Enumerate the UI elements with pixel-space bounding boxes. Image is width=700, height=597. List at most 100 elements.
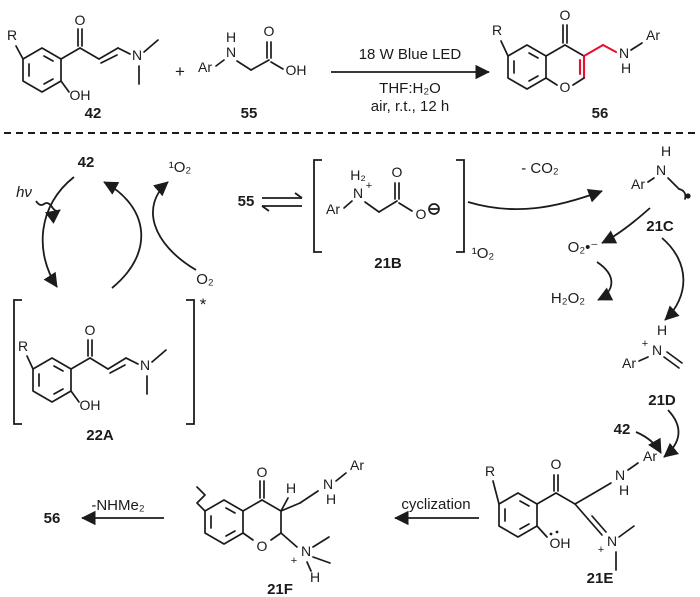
cyclization-label: cyclization	[401, 496, 470, 513]
co2-loss-label: - CO₂	[521, 160, 559, 177]
c56-number: 56	[592, 105, 609, 122]
plus-sign: +	[175, 62, 185, 81]
c55-h-label: H	[226, 29, 236, 45]
compound-22a: * R O N OH 22A	[13, 295, 207, 444]
c21d-h-label: H	[657, 322, 667, 338]
c21f-o-ring-label: O	[257, 538, 268, 554]
c55-number: 55	[241, 105, 258, 122]
c22a-r-label: R	[18, 338, 28, 354]
c21e-plus-charge: +	[598, 544, 604, 556]
c21e-oh-label: OH	[550, 535, 571, 551]
oxidation-arrow	[661, 237, 685, 321]
reaction-arrow: 18 W Blue LED THF:H₂O air, r.t., 12 h	[331, 46, 490, 115]
path-55-label: 55	[238, 193, 255, 210]
conditions-line2: THF:H₂O	[379, 80, 441, 97]
c21e-number: 21E	[587, 570, 614, 587]
photocycle: 42 hν ¹O₂ O₂	[16, 154, 214, 289]
c56-o-ketone-label: O	[560, 7, 571, 23]
c21e-r-label: R	[485, 463, 495, 479]
c42-oh-label: OH	[70, 87, 91, 103]
c21c-number: 21C	[646, 218, 674, 235]
c55-ar-label: Ar	[198, 59, 212, 75]
oxygen-label: O₂	[196, 271, 214, 288]
equilibrium-arrows	[261, 192, 303, 212]
c42-o-label: O	[75, 12, 86, 28]
wavy-r-bond	[196, 486, 206, 512]
c21f-h-label: H	[286, 480, 296, 496]
conditions-line3: air, r.t., 12 h	[371, 98, 449, 115]
c42-number: 42	[85, 105, 102, 122]
c21b-ar-label: Ar	[326, 201, 340, 217]
minus-charge-icon	[428, 203, 440, 215]
c56-o-ring-label: O	[560, 79, 571, 95]
compound-55: Ar H N O OH 55	[198, 23, 307, 122]
c21b-o-top-label: O	[392, 164, 403, 180]
to-21e-arrow	[663, 409, 680, 458]
c21e-ar-label: Ar	[643, 448, 657, 464]
cycle-42-label: 42	[78, 154, 95, 171]
h2o2-label: H₂O₂	[551, 290, 585, 307]
c21f-n-label: N	[323, 476, 333, 492]
path-42-label: 42	[614, 421, 631, 438]
excited-state-star: *	[200, 295, 207, 314]
c22a-number: 22A	[86, 427, 114, 444]
c21e-h-label: H	[619, 482, 629, 498]
c21c-h-label: H	[661, 143, 671, 159]
iminium-21d: H N + Ar 21D	[622, 322, 683, 409]
c21c-ar-label: Ar	[631, 176, 645, 192]
c21f-n2-label: N	[301, 543, 311, 559]
cycle-arrow-up	[103, 181, 143, 289]
c21b-plus-charge: +	[366, 180, 372, 192]
c21d-n-label: N	[652, 342, 662, 358]
lone-pair-dots-icon	[549, 532, 553, 536]
superoxide-label: O₂•⁻	[568, 239, 599, 256]
c21b-number: 21B	[374, 255, 402, 272]
c21f-o-ketone-label: O	[257, 464, 268, 480]
c42-r-label: R	[7, 27, 17, 43]
path-singlet-oxygen-label: ¹O₂	[472, 245, 495, 262]
peroxide-arrow	[596, 261, 614, 301]
radical-21c: H N Ar 21C	[631, 143, 691, 235]
electron-transfer-arrow	[601, 207, 651, 244]
c55-n-label: N	[226, 44, 236, 60]
lone-pair-dots-icon	[555, 530, 559, 534]
c56-r-label: R	[492, 22, 502, 38]
c21d-number: 21D	[648, 392, 676, 409]
addition-of-42-arrow	[635, 431, 662, 454]
intermediate-21e: R O N H Ar OH N + 21E	[485, 448, 657, 587]
c21b-o-side-label: O	[416, 206, 427, 222]
c21e-n-label: N	[615, 467, 625, 483]
radical-dot-icon	[685, 193, 691, 199]
c21f-plus-charge: +	[291, 555, 297, 567]
c55-oh-label: OH	[286, 62, 307, 78]
c56-n-label: N	[619, 45, 629, 61]
c22a-n-label: N	[140, 357, 150, 373]
c56-h-label: H	[621, 60, 631, 76]
c21e-o-label: O	[551, 456, 562, 472]
c21e-n2-label: N	[607, 533, 617, 549]
c21f-h-n-label: H	[326, 491, 336, 507]
c21c-n-label: N	[656, 162, 666, 178]
compound-42: R O N OH 42	[7, 12, 159, 122]
c21f-h2-label: H	[310, 569, 320, 585]
c42-n-label: N	[132, 47, 142, 63]
c21d-plus-charge: +	[642, 338, 648, 350]
c21f-ar-label: Ar	[350, 457, 364, 473]
amine-loss-label: -NHMe₂	[91, 497, 144, 514]
cycle-arrow-down	[41, 176, 75, 288]
c56-ar-label: Ar	[646, 27, 660, 43]
final-56-label: 56	[44, 510, 61, 527]
conditions-line1: 18 W Blue LED	[359, 46, 462, 63]
c21b-h2-label: H₂	[350, 167, 366, 183]
c21b-n-label: N	[353, 185, 363, 201]
c22a-oh-label: OH	[80, 397, 101, 413]
compound-56: R O O N H Ar 56	[492, 7, 660, 122]
cyclic-21f: O H N H Ar O N + H 21F	[196, 457, 364, 597]
radical-squiggle	[678, 188, 687, 200]
c21f-number: 21F	[267, 581, 293, 597]
c22a-o-label: O	[85, 322, 96, 338]
photon-wavy-arrow	[35, 200, 61, 224]
c55-o-label: O	[264, 23, 275, 39]
hv-label: hν	[16, 184, 32, 201]
